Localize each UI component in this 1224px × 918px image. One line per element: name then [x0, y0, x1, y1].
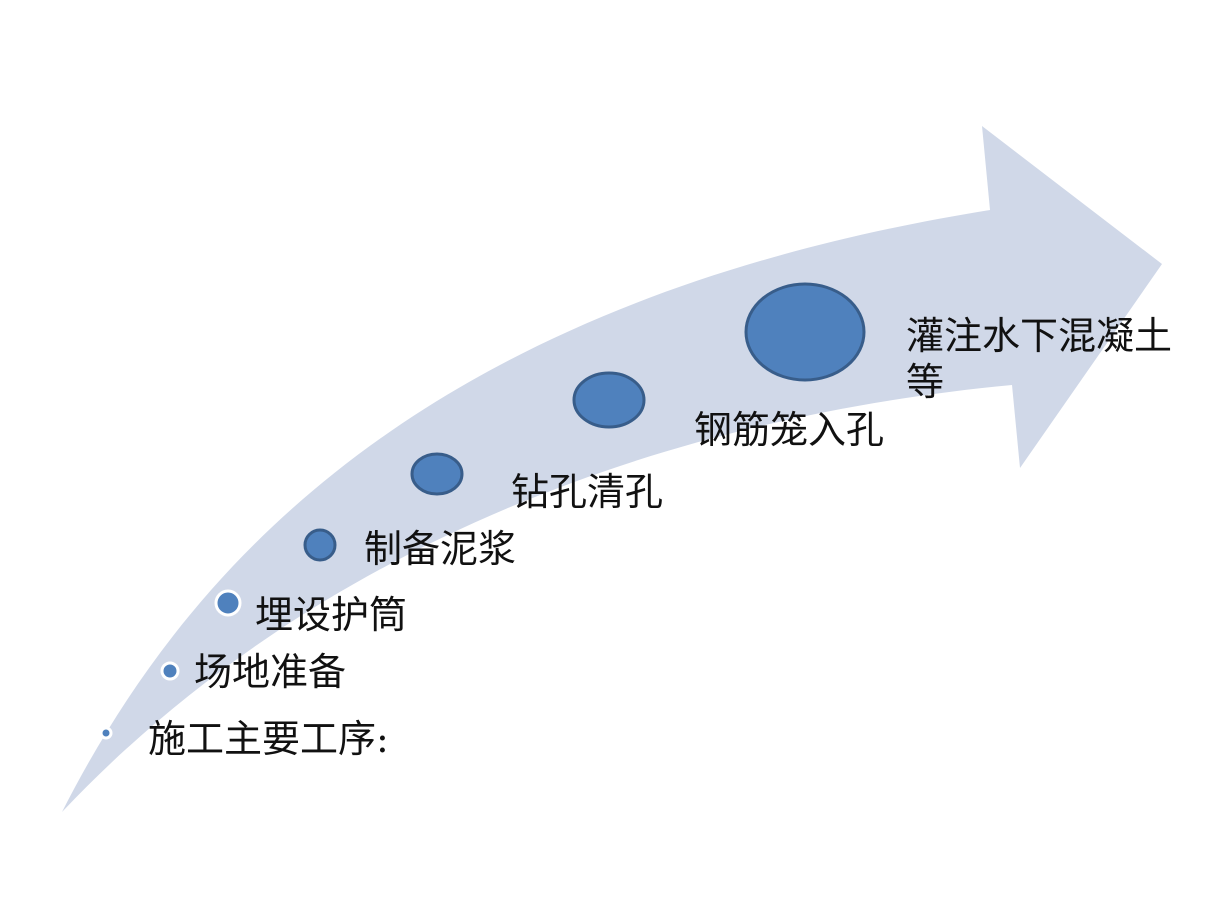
step-dot-5	[410, 452, 464, 496]
step-label-1: 施工主要工序:	[148, 717, 389, 761]
step-label-7: 灌注水下混凝土等	[906, 314, 1173, 404]
step-dot-1	[99, 726, 113, 740]
step-label-3: 埋设护筒	[255, 593, 408, 637]
step-dot-6	[572, 371, 646, 429]
step-label-2: 场地准备	[194, 650, 347, 694]
step-label-6: 钢筋笼入孔	[694, 408, 885, 452]
curved-arrow-shape	[62, 126, 1162, 812]
step-dot-2	[160, 661, 180, 681]
step-label-4: 制备泥浆	[364, 527, 517, 571]
step-dot-4	[303, 528, 337, 562]
step-dot-7	[744, 282, 866, 382]
step-label-5: 钻孔清孔	[511, 470, 664, 514]
step-dot-3	[214, 589, 242, 617]
